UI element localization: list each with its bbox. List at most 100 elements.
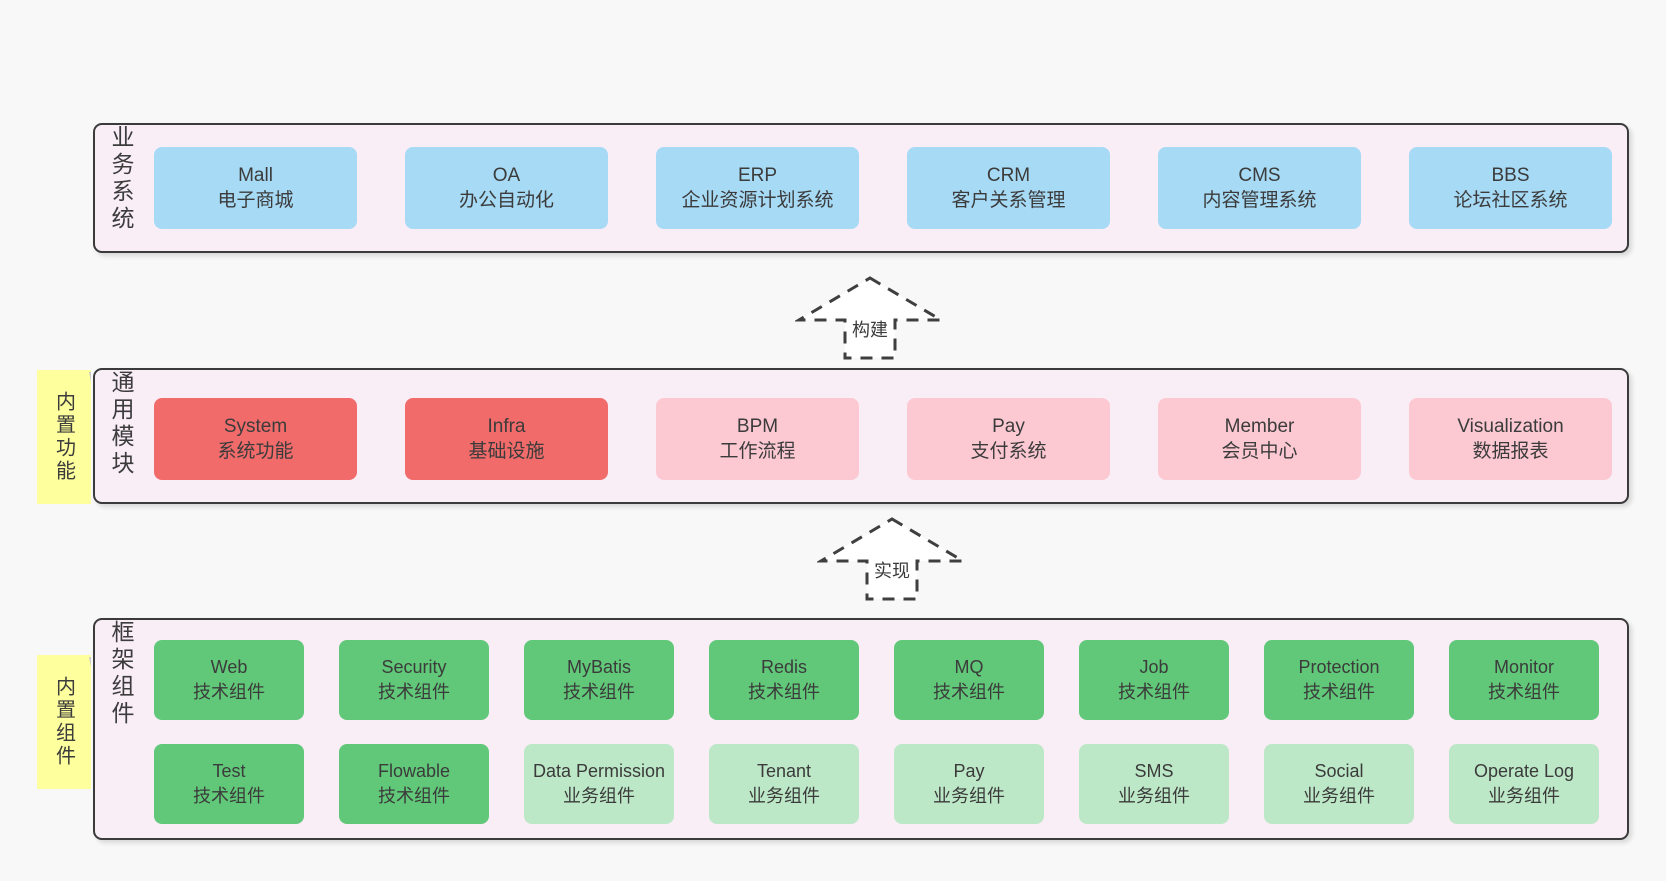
dashed-up-arrow-build: 构建 bbox=[795, 275, 945, 361]
sticky-note-builtin-components: 内置组件 bbox=[37, 655, 91, 789]
box-title: MyBatis bbox=[566, 657, 631, 677]
module-box-pay: Pay 支付系统 bbox=[907, 398, 1110, 480]
box-subtitle: 论坛社区系统 bbox=[1453, 190, 1568, 211]
module-box-cms: CMS 内容管理系统 bbox=[1158, 147, 1361, 229]
box-subtitle: 技术组件 bbox=[193, 682, 265, 702]
box-title: Protection bbox=[1298, 657, 1380, 677]
module-box-data-permission: Data Permission 业务组件 bbox=[524, 744, 674, 824]
module-box-member: Member 会员中心 bbox=[1158, 398, 1361, 480]
box-subtitle: 技术组件 bbox=[378, 682, 450, 702]
box-subtitle: 业务组件 bbox=[933, 786, 1005, 806]
module-box-job: Job 技术组件 bbox=[1079, 640, 1229, 720]
box-title: Mall bbox=[238, 165, 273, 186]
arrow-label-implement: 实现 bbox=[872, 557, 912, 583]
box-title: CMS bbox=[1238, 165, 1281, 186]
box-subtitle: 客户关系管理 bbox=[951, 190, 1066, 211]
box-subtitle: 系统功能 bbox=[217, 441, 294, 462]
box-subtitle: 支付系统 bbox=[970, 441, 1047, 462]
box-title: CRM bbox=[986, 165, 1031, 186]
box-title: Infra bbox=[487, 416, 526, 437]
module-box-mall: Mall 电子商城 bbox=[154, 147, 357, 229]
box-subtitle: 业务组件 bbox=[563, 786, 635, 806]
module-box-redis: Redis 技术组件 bbox=[709, 640, 859, 720]
box-title: BBS bbox=[1491, 165, 1530, 186]
module-box-web: Web 技术组件 bbox=[154, 640, 304, 720]
box-subtitle: 技术组件 bbox=[193, 786, 265, 806]
module-box-test: Test 技术组件 bbox=[154, 744, 304, 824]
arrow-label-build: 构建 bbox=[850, 316, 890, 342]
box-title: Tenant bbox=[756, 761, 812, 781]
module-box-visualization: Visualization 数据报表 bbox=[1409, 398, 1612, 480]
module-box-oa: OA 办公自动化 bbox=[405, 147, 608, 229]
module-box-erp: ERP 企业资源计划系统 bbox=[656, 147, 859, 229]
box-subtitle: 基础设施 bbox=[468, 441, 545, 462]
box-title: Operate Log bbox=[1473, 761, 1575, 781]
box-title: Job bbox=[1139, 657, 1169, 677]
panel-label-business-systems: 业务系统 bbox=[108, 125, 134, 233]
box-title: Redis bbox=[760, 657, 808, 677]
box-title: Test bbox=[212, 761, 246, 781]
module-box-social: Social 业务组件 bbox=[1264, 744, 1414, 824]
module-box-mybatis: MyBatis 技术组件 bbox=[524, 640, 674, 720]
panel-business-systems: 业务系统 Mall 电子商城 OA 办公自动化 ERP 企业资源计划系统 CRM 客户关系管理… bbox=[93, 123, 1629, 253]
module-box-infra: Infra 基础设施 bbox=[405, 398, 608, 480]
box-subtitle: 工作流程 bbox=[719, 441, 796, 462]
panel-label-common-modules: 通用模块 bbox=[108, 370, 134, 478]
module-box-crm: CRM 客户关系管理 bbox=[907, 147, 1110, 229]
box-title: MQ bbox=[954, 657, 984, 677]
box-subtitle: 内容管理系统 bbox=[1202, 190, 1317, 211]
module-box-bbs: BBS 论坛社区系统 bbox=[1409, 147, 1612, 229]
box-title: Pay bbox=[953, 761, 985, 781]
sticky-note-text: 内置功能 bbox=[52, 391, 75, 483]
box-title: System bbox=[223, 416, 288, 437]
box-title: Member bbox=[1224, 416, 1295, 437]
box-subtitle: 业务组件 bbox=[1303, 786, 1375, 806]
box-subtitle: 技术组件 bbox=[563, 682, 635, 702]
box-subtitle: 电子商城 bbox=[217, 190, 294, 211]
module-box-monitor: Monitor 技术组件 bbox=[1449, 640, 1599, 720]
box-subtitle: 业务组件 bbox=[748, 786, 820, 806]
box-subtitle: 企业资源计划系统 bbox=[681, 190, 834, 211]
box-title: Pay bbox=[992, 416, 1025, 437]
panel-common-modules: 通用模块 System 系统功能 Infra 基础设施 BPM 工作流程 Pay 支付系统 Me… bbox=[93, 368, 1629, 504]
box-title: Monitor bbox=[1493, 657, 1555, 677]
module-box-system: System 系统功能 bbox=[154, 398, 357, 480]
box-title: ERP bbox=[737, 165, 778, 186]
box-subtitle: 技术组件 bbox=[378, 786, 450, 806]
panel-label-framework-components: 框架组件 bbox=[108, 620, 134, 728]
module-box-tenant: Tenant 业务组件 bbox=[709, 744, 859, 824]
box-subtitle: 业务组件 bbox=[1118, 786, 1190, 806]
box-subtitle: 技术组件 bbox=[1303, 682, 1375, 702]
module-box-bpm: BPM 工作流程 bbox=[656, 398, 859, 480]
box-title: Data Permission bbox=[532, 761, 666, 781]
sticky-note-text: 内置组件 bbox=[52, 676, 75, 768]
box-subtitle: 办公自动化 bbox=[458, 190, 554, 211]
module-box-mq: MQ 技术组件 bbox=[894, 640, 1044, 720]
box-subtitle: 技术组件 bbox=[933, 682, 1005, 702]
box-subtitle: 会员中心 bbox=[1221, 441, 1298, 462]
box-title: Web bbox=[210, 657, 248, 677]
box-subtitle: 业务组件 bbox=[1488, 786, 1560, 806]
box-title: Social bbox=[1314, 761, 1364, 781]
box-row-business: Mall 电子商城 OA 办公自动化 ERP 企业资源计划系统 CRM 客户关系管理 CMS 内容… bbox=[154, 147, 1612, 229]
box-title: SMS bbox=[1134, 761, 1174, 781]
box-title: Security bbox=[381, 657, 447, 677]
module-box-pay: Pay 业务组件 bbox=[894, 744, 1044, 824]
box-subtitle: 数据报表 bbox=[1472, 441, 1549, 462]
dashed-up-arrow-implement: 实现 bbox=[817, 516, 967, 602]
box-title: Visualization bbox=[1457, 416, 1564, 437]
box-title: OA bbox=[492, 165, 521, 186]
box-title: BPM bbox=[736, 416, 779, 437]
box-subtitle: 技术组件 bbox=[1488, 682, 1560, 702]
box-subtitle: 技术组件 bbox=[1118, 682, 1190, 702]
box-row-modules: System 系统功能 Infra 基础设施 BPM 工作流程 Pay 支付系统 Member 会… bbox=[154, 398, 1612, 480]
module-box-protection: Protection 技术组件 bbox=[1264, 640, 1414, 720]
sticky-note-builtin-features: 内置功能 bbox=[37, 370, 91, 504]
module-box-operate-log: Operate Log 业务组件 bbox=[1449, 744, 1599, 824]
box-subtitle: 技术组件 bbox=[748, 682, 820, 702]
